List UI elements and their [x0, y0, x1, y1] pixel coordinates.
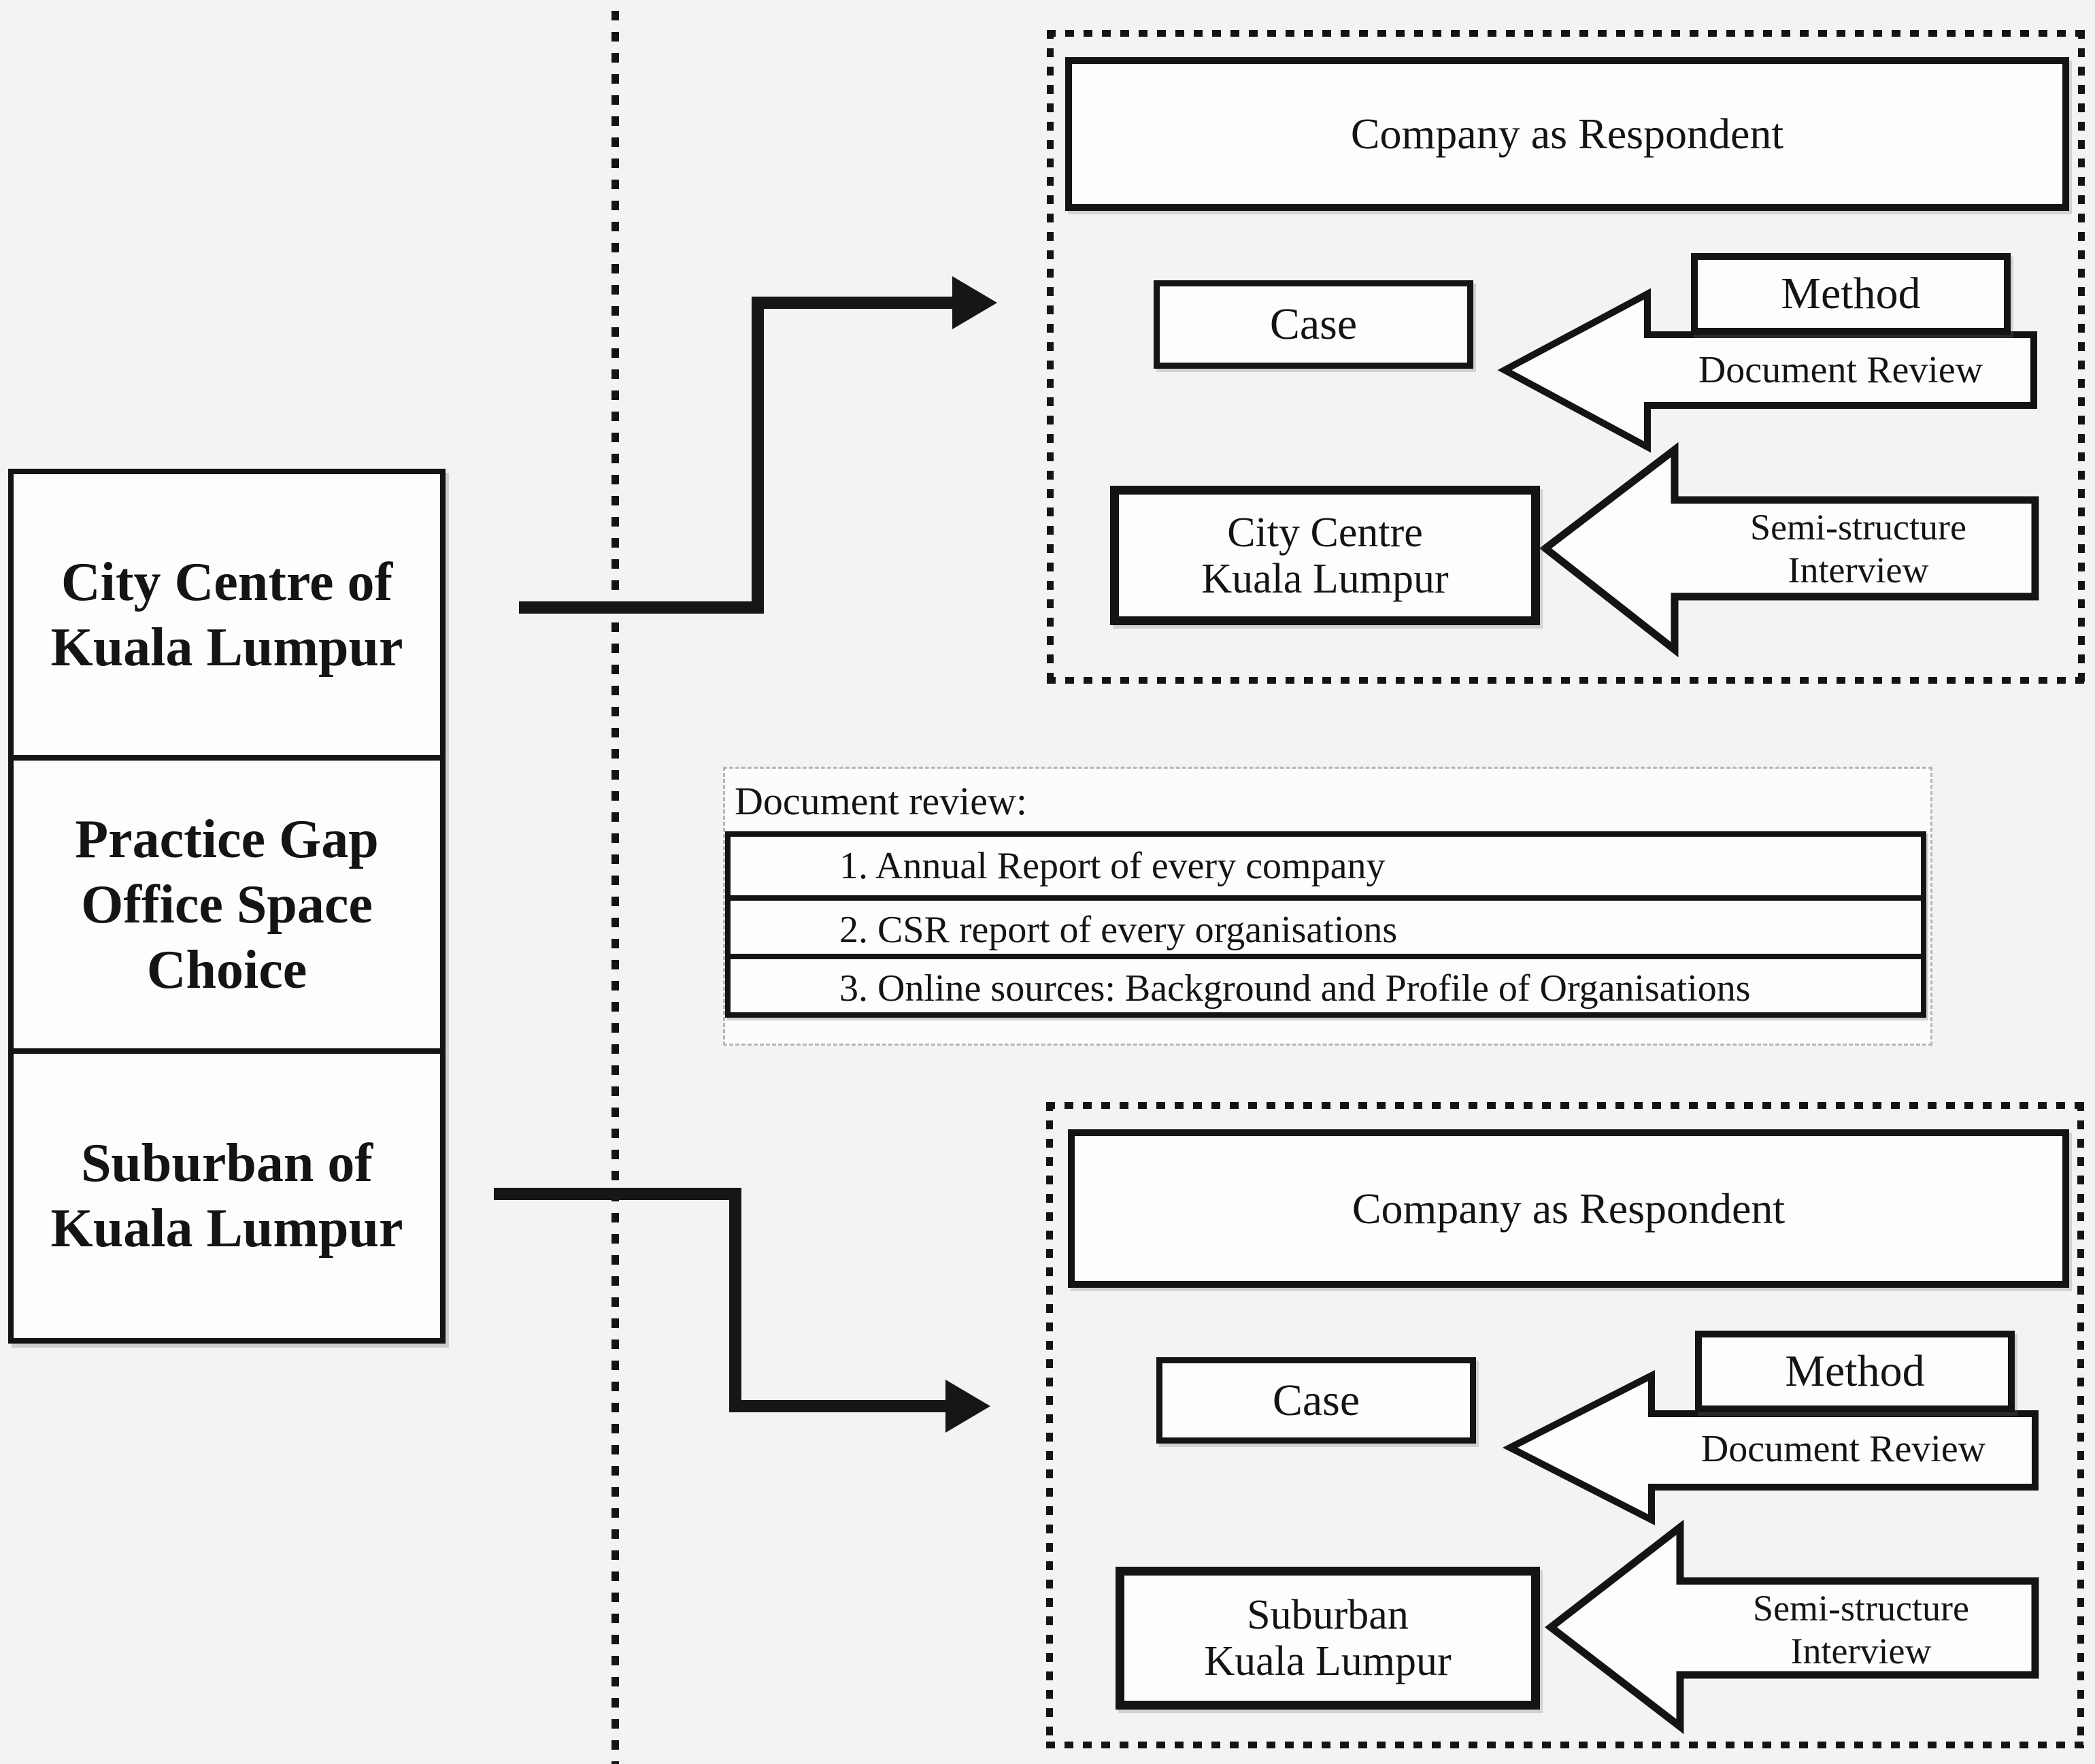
- arrowhead-right-icon: [945, 1380, 990, 1433]
- elbow-arrow-bottom-segment: [494, 1188, 741, 1200]
- semi-structure-arrow-icon: [1539, 442, 2039, 658]
- semi-structure-arrow-label: Semi-structure Interview: [1750, 507, 1966, 590]
- method-box-bottom: Method: [1695, 1331, 2015, 1412]
- method-label: Method: [1785, 1346, 1925, 1396]
- document-review-arrow-label: Document Review: [1700, 1428, 1986, 1470]
- method-label: Method: [1781, 269, 1921, 318]
- elbow-arrow-top-segment: [752, 297, 764, 614]
- document-review-list: 1. Annual Report of every company 2. CSR…: [725, 831, 1926, 1018]
- case-box-top: Case: [1154, 280, 1473, 369]
- elbow-arrow-bottom-segment: [729, 1188, 741, 1412]
- document-review-item: 3. Online sources: Background and Profil…: [731, 954, 1921, 1012]
- center-divider-dotted-line: [611, 11, 619, 1764]
- context-column: City Centre of Kuala Lumpur Practice Gap…: [8, 469, 446, 1344]
- document-review-item-text: 3. Online sources: Background and Profil…: [839, 967, 1751, 1010]
- document-review-item-text: 1. Annual Report of every company: [839, 845, 1386, 887]
- respondent-label: Company as Respondent: [1352, 1184, 1786, 1233]
- respondent-box-top: Company as Respondent: [1065, 57, 2069, 211]
- location-label: City Centre Kuala Lumpur: [1201, 509, 1449, 602]
- arrowhead-right-icon: [952, 276, 997, 329]
- context-section-label: City Centre of Kuala Lumpur: [50, 552, 403, 678]
- context-section-city-centre: City Centre of Kuala Lumpur: [14, 474, 440, 755]
- document-review-item: 2. CSR report of every organisations: [731, 895, 1921, 954]
- location-box-suburban: Suburban Kuala Lumpur: [1116, 1567, 1540, 1710]
- respondent-label: Company as Respondent: [1350, 110, 1784, 158]
- case-label: Case: [1272, 1375, 1360, 1425]
- location-label: Suburban Kuala Lumpur: [1204, 1592, 1452, 1684]
- document-review-arrow-icon: [1497, 288, 2037, 453]
- document-review-title: Document review:: [735, 779, 1028, 823]
- case-box-bottom: Case: [1156, 1357, 1476, 1444]
- document-review-arrow-label: Document Review: [1698, 349, 1983, 391]
- semi-structure-arrow-label: Semi-structure Interview: [1753, 1588, 1969, 1671]
- semi-structure-arrow-icon: [1544, 1519, 2039, 1735]
- elbow-arrow-bottom-segment: [729, 1400, 945, 1412]
- document-review-arrow-icon: [1502, 1369, 2039, 1526]
- context-section-practice-gap: Practice Gap Office Space Choice: [14, 755, 440, 1048]
- method-box-top: Method: [1691, 253, 2011, 335]
- context-section-label: Suburban of Kuala Lumpur: [50, 1133, 403, 1259]
- elbow-arrow-top-segment: [519, 601, 764, 614]
- document-review-item: 1. Annual Report of every company: [731, 837, 1921, 895]
- context-section-suburban: Suburban of Kuala Lumpur: [14, 1048, 440, 1338]
- elbow-arrow-top-segment: [752, 297, 952, 309]
- respondent-box-bottom: Company as Respondent: [1068, 1129, 2069, 1288]
- location-box-city-centre: City Centre Kuala Lumpur: [1110, 486, 1540, 625]
- document-review-item-text: 2. CSR report of every organisations: [839, 909, 1398, 951]
- case-label: Case: [1269, 299, 1358, 349]
- context-section-label: Practice Gap Office Space Choice: [75, 809, 379, 1000]
